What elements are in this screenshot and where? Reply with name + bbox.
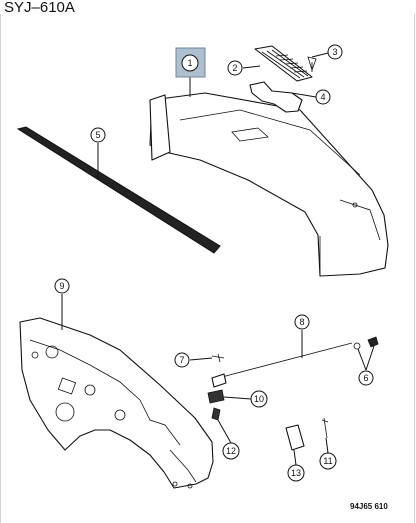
instrument-panel-pad (149, 92, 389, 277)
callout-8[interactable]: 8 (294, 314, 310, 330)
callout-2[interactable]: 2 (227, 60, 243, 76)
callout-7-label: 7 (179, 355, 184, 365)
callout-2-label: 2 (232, 63, 237, 73)
clip-part-6 (353, 336, 379, 350)
block-part-10 (207, 389, 225, 404)
instrument-panel (19, 317, 214, 489)
screw-part-3 (307, 56, 317, 72)
fastener-part-12 (211, 407, 221, 421)
diagram-code: SYJ–610A (4, 0, 75, 16)
callout-13[interactable]: 13 (287, 464, 305, 482)
callout-11-label: 11 (323, 456, 332, 466)
gasket (249, 81, 303, 113)
frame-border-left (0, 14, 1, 523)
callout-10-label: 10 (254, 394, 264, 404)
callout-8-label: 8 (299, 317, 304, 327)
callout-12-label: 12 (226, 446, 236, 456)
callout-11[interactable]: 11 (319, 452, 337, 470)
callout-4-label: 4 (320, 92, 325, 102)
vent-grille (254, 45, 313, 82)
screw-part-7 (211, 353, 225, 363)
callout-3-label: 3 (332, 47, 337, 57)
weatherstrip (16, 126, 221, 254)
callout-12[interactable]: 12 (222, 442, 240, 460)
callout-1-label: 1 (187, 58, 192, 68)
callout-3[interactable]: 3 (327, 44, 343, 60)
pin-part-11 (321, 417, 329, 439)
callout-10[interactable]: 10 (250, 390, 268, 408)
callout-6-label: 6 (363, 373, 368, 383)
plate-part-13 (285, 424, 305, 451)
callout-5-label: 5 (95, 130, 100, 140)
callout-1[interactable]: 1 (181, 54, 199, 72)
callout-6[interactable]: 6 (358, 370, 374, 386)
callout-9[interactable]: 9 (54, 278, 70, 294)
callout-5[interactable]: 5 (90, 127, 106, 143)
callout-4[interactable]: 4 (315, 89, 331, 105)
leader-lines (61, 52, 375, 466)
rod (211, 342, 353, 388)
callout-9-label: 9 (59, 281, 64, 291)
callout-13-label: 13 (291, 468, 301, 478)
frame-border-right (414, 14, 415, 523)
figure-id: 94J65 610 (350, 502, 388, 511)
callout-7[interactable]: 7 (174, 352, 190, 368)
